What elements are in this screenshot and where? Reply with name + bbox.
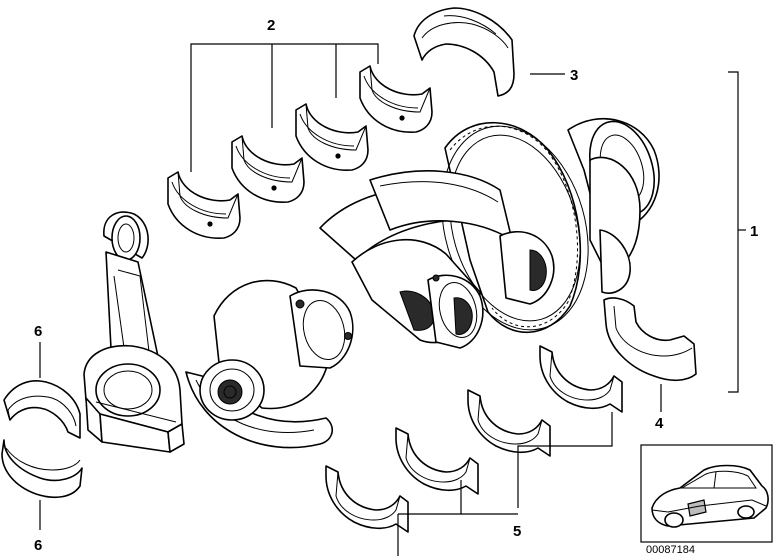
bearing-shell-icon bbox=[325, 465, 409, 533]
bearing-shell-icon bbox=[295, 103, 369, 171]
callout-1: 1 bbox=[750, 223, 758, 240]
bearing-shell-icon bbox=[1, 380, 83, 499]
connecting-rod-icon bbox=[83, 211, 185, 453]
callout-2-leader bbox=[190, 43, 379, 172]
callout-5: 5 bbox=[513, 523, 521, 540]
thrust-bearing-shell-icon bbox=[603, 297, 697, 382]
callout-1-leader bbox=[728, 71, 746, 393]
callout-3: 3 bbox=[570, 67, 578, 84]
callout-2: 2 bbox=[267, 17, 275, 34]
thrust-bearing-shell-icon bbox=[413, 7, 515, 97]
bearing-shell-icon bbox=[359, 65, 433, 133]
crankshaft-icon bbox=[185, 117, 660, 449]
car-thumbnail-icon bbox=[651, 464, 769, 528]
bearing-shell-icon bbox=[395, 427, 479, 495]
bearing-shell-icon bbox=[539, 345, 623, 413]
bearing-shell-icon bbox=[167, 171, 241, 239]
car-thumbnail: 00087184 bbox=[640, 444, 773, 556]
callout-6-bottom: 6 bbox=[34, 537, 42, 554]
callout-5-leader bbox=[397, 412, 613, 556]
callout-6-top: 6 bbox=[34, 323, 42, 340]
reference-code: 00087184 bbox=[646, 544, 695, 556]
bearing-shell-icon bbox=[467, 389, 551, 457]
conrod-bearing-shells bbox=[1, 380, 83, 499]
bearing-shell-icon bbox=[231, 135, 305, 203]
callout-4: 4 bbox=[655, 415, 664, 432]
upper-bearing-shells bbox=[167, 7, 515, 239]
lower-bearing-shells bbox=[325, 297, 697, 533]
